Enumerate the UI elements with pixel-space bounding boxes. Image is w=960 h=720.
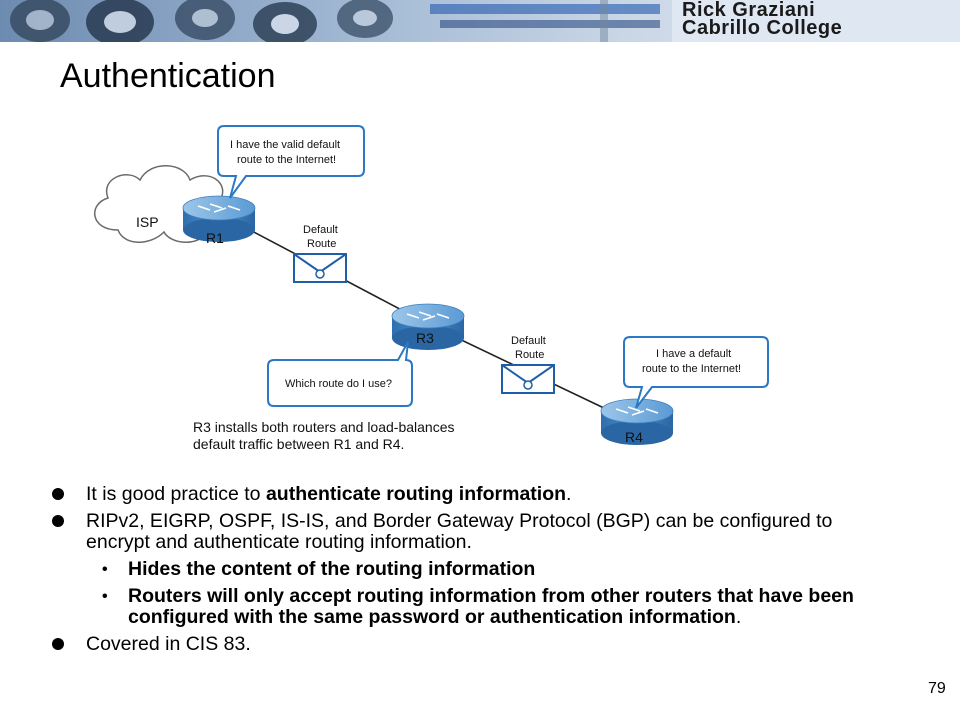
envelope2-label-line2: Route bbox=[515, 349, 544, 361]
callout-r3-text: Which route do I use? bbox=[285, 378, 392, 390]
bullet-text: RIPv2, EIGRP, OSPF, IS-IS, and Border Ga… bbox=[86, 510, 833, 553]
callout-r4-line1: I have a default bbox=[656, 348, 731, 360]
callout-r4-line2: route to the Internet! bbox=[642, 363, 741, 375]
sub-bullet-text-end: . bbox=[735, 606, 742, 628]
page-number: 79 bbox=[928, 680, 946, 697]
router-label-r4: R4 bbox=[625, 429, 643, 445]
cloud-label: ISP bbox=[136, 214, 159, 230]
sub-bullet-item: • Hides the content of the routing infor… bbox=[102, 559, 890, 580]
envelope-icon-2 bbox=[501, 364, 555, 394]
bullet-item: It is good practice to authenticate rout… bbox=[50, 484, 890, 505]
college-name: Cabrillo College bbox=[682, 17, 843, 39]
callout-r1 bbox=[217, 125, 365, 199]
router-icon-r4 bbox=[600, 398, 674, 445]
author-brand: Rick Graziani Cabrillo College bbox=[672, 0, 960, 42]
bullet-dot-icon bbox=[52, 488, 64, 500]
sub-bullet-dot-icon: • bbox=[102, 588, 108, 605]
router-label-r1: R1 bbox=[206, 230, 224, 246]
sub-bullet-text: Hides the content of the routing informa… bbox=[128, 558, 536, 580]
bullet-text: It is good practice to bbox=[86, 483, 266, 505]
header-banner: Rick Graziani Cabrillo College bbox=[0, 0, 960, 42]
sub-bullet-dot-icon: • bbox=[102, 561, 108, 578]
envelope-icon-1 bbox=[293, 253, 347, 283]
callout-r4 bbox=[623, 336, 769, 409]
diagram-caption-line2: default traffic between R1 and R4. bbox=[193, 436, 404, 452]
sub-bullet-item: • Routers will only accept routing infor… bbox=[102, 586, 890, 628]
bullet-text-end: . bbox=[566, 483, 572, 505]
envelope1-label-line2: Route bbox=[307, 238, 336, 250]
bullet-item: Covered in CIS 83. bbox=[50, 634, 890, 655]
router-icon-r1 bbox=[182, 195, 256, 242]
author-name: Rick Graziani bbox=[682, 0, 816, 21]
router-label-r3: R3 bbox=[416, 330, 434, 346]
slide-title: Authentication bbox=[60, 57, 276, 95]
bullet-list: It is good practice to authenticate rout… bbox=[50, 484, 890, 661]
bullet-item: RIPv2, EIGRP, OSPF, IS-IS, and Border Ga… bbox=[50, 511, 890, 553]
cable-photo-banner bbox=[0, 0, 960, 42]
callout-r1-line1: I have the valid default bbox=[230, 139, 340, 151]
callout-r1-line2: route to the Internet! bbox=[237, 154, 336, 166]
router-icon-r3 bbox=[391, 303, 465, 350]
bullet-dot-icon bbox=[52, 638, 64, 650]
diagram-caption-line1: R3 installs both routers and load-balanc… bbox=[193, 419, 455, 435]
bullet-dot-icon bbox=[52, 515, 64, 527]
callout-r3 bbox=[267, 341, 413, 407]
sub-bullet-text: Routers will only accept routing informa… bbox=[128, 585, 854, 628]
bullet-bold-text: authenticate routing information bbox=[265, 483, 567, 505]
bullet-text: Covered in CIS 83. bbox=[86, 633, 251, 655]
envelope1-label-line1: Default bbox=[303, 224, 338, 236]
network-diagram: ISP R1 R3 R4 Default Route bbox=[93, 125, 769, 452]
envelope2-label-line1: Default bbox=[511, 335, 546, 347]
